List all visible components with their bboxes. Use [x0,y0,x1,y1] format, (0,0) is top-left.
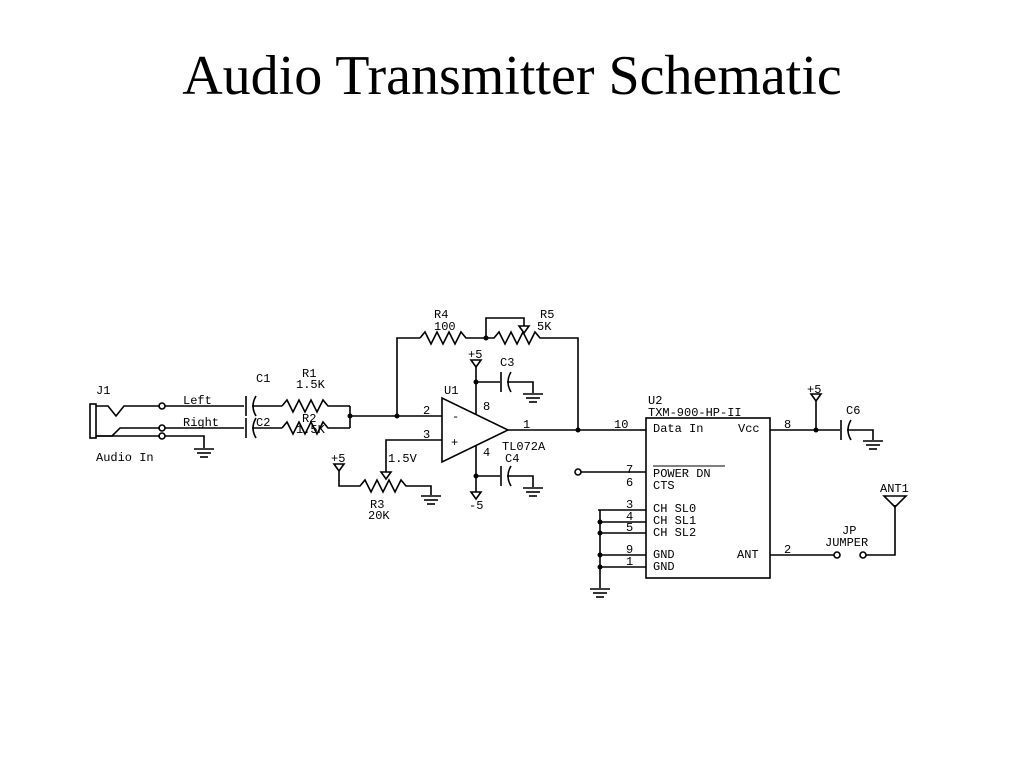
r5-label: R5 [540,308,554,322]
jumper-label: JUMPER [825,536,868,550]
resistor-r1 [281,398,350,414]
ant1-label: ANT1 [880,482,909,496]
u2-pin-10: 10 [614,418,628,432]
left-label: Left [183,394,212,408]
potentiometer-r3 [338,471,441,505]
data-in-label: Data In [653,422,703,436]
u2-pin-6: 6 [626,476,633,490]
r3-label: R3 [370,498,384,512]
capacitor-c2 [245,417,282,439]
ch-sl2-label: CH SL2 [653,526,696,540]
plus5-label-u2: +5 [807,383,821,397]
r1-value: 1.5K [296,378,326,392]
gnd-label-2: GND [653,560,675,574]
resistor-r2 [281,420,350,436]
jumper-jp [833,551,867,559]
u2-pin-5: 5 [626,521,633,535]
right-label: Right [183,416,219,430]
r4-label: R4 [434,308,448,322]
pin-1-label: 1 [523,418,530,432]
ant-pin-label: ANT [737,548,759,562]
gnd-label-1: GND [653,548,675,562]
power-dn-label: POWER DN [653,467,711,481]
r2-label: R2 [302,412,316,426]
capacitor-c4 [500,465,543,497]
r5-value: 5K [537,320,552,334]
c6-label: C6 [846,404,860,418]
capacitor-c3 [500,371,543,403]
audio-jack-j1 [89,402,205,448]
cts-label: CTS [653,479,675,493]
r4-value: 100 [434,320,456,334]
u2-label: U2 [648,394,662,408]
u1-label: U1 [444,384,458,398]
plus5-label-u1: +5 [468,348,482,362]
j1-label: J1 [96,384,110,398]
potentiometer-r5 [485,317,579,430]
page-title: Audio Transmitter Schematic [182,45,842,107]
u2-pin-8: 8 [784,418,791,432]
u2-pin-2: 2 [784,543,791,557]
r3-value: 20K [368,509,390,523]
antenna-ant1 [882,495,908,509]
opamp-plus-sign: + [451,436,458,450]
jp-label: JP [842,524,856,538]
capacitor-c1 [245,395,282,417]
txm-model-label: TXM-900-HP-II [648,406,742,420]
tl072a-label: TL072A [502,440,546,454]
resistor-r4 [419,330,486,346]
u2-pin-7: 7 [626,463,633,477]
c3-label: C3 [500,356,514,370]
c4-label: C4 [505,452,519,466]
supply-plus5-u2 [809,393,823,403]
supply-plus5-u1 [469,359,483,369]
v15-label: 1.5V [388,452,418,466]
ground-symbol-j1 [194,448,214,458]
ground-symbol-u2 [590,588,610,598]
u2-pin-1: 1 [626,555,633,569]
u2-pin-4: 4 [626,510,633,524]
ch-sl1-label: CH SL1 [653,514,696,528]
supply-minus5-u1 [469,491,483,501]
pin-3-label: 3 [423,428,430,442]
pin-4-label: 4 [483,446,490,460]
r2-value: 1.5K [296,423,326,437]
u2-pin-3: 3 [626,498,633,512]
supply-plus5-r3 [332,463,346,473]
minus5-label: -5 [469,499,483,513]
r1-label: R1 [302,367,316,381]
u2-pin-9: 9 [626,543,633,557]
pin-2-label: 2 [423,404,430,418]
audio-in-label: Audio In [96,451,154,465]
capacitor-c6 [840,419,883,450]
plus5-label-r3: +5 [331,452,345,466]
opamp-u1 [441,366,640,492]
c1-label: C1 [256,372,270,386]
vcc-pin-label: Vcc [738,422,760,436]
transmitter-u2 [645,417,771,579]
ch-sl0-label: CH SL0 [653,502,696,516]
opamp-minus-sign: - [452,410,459,424]
c2-label: C2 [256,416,270,430]
pin-8-label: 8 [483,400,490,414]
